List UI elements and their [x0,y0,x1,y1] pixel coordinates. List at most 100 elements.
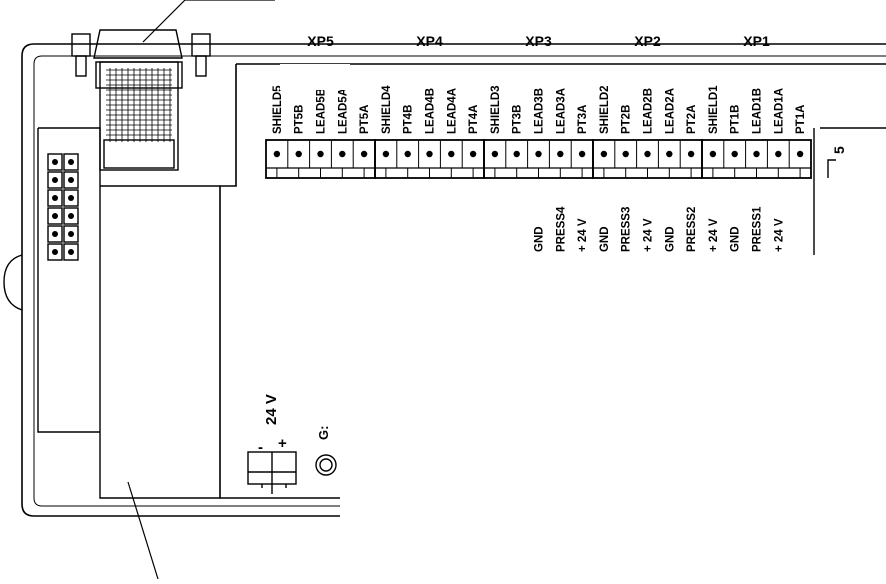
header-pin [63,171,79,189]
terminal-label: PT5A [359,105,371,134]
terminal-block [374,139,485,179]
blank-region-lower-right [342,256,886,579]
pin-header [47,153,79,261]
label-clip-mask [280,64,350,90]
terminal-label: SHIELD5 [272,85,284,134]
terminal-screw [600,150,608,178]
terminal-screw [709,150,717,178]
header-pin [63,189,79,207]
terminal-screw [461,140,477,178]
terminal-label: SHIELD4 [381,85,393,134]
terminal-label: LEAD1B [752,88,764,134]
header-pin [63,207,79,225]
terminal-block [592,139,703,179]
pressure-label: GND [599,226,611,252]
terminal-screw [505,140,520,178]
terminal-label: PT1B [730,105,742,134]
terminal-labels: SHIELD5 PT5B LEAD5B LEAD5A PT5A SHIELD4 PT4B LE… [272,64,807,134]
board-right-edge [813,127,886,255]
pressure-label: + 24 V [773,218,785,252]
terminal-label: PT3B [512,105,524,134]
header-pin [47,225,63,243]
terminal-label: PT4B [403,105,415,134]
header-pin [47,243,63,261]
terminal-screw [636,140,651,178]
terminal-label: LEAD3A [555,88,567,134]
terminal-label: PT3A [577,105,589,134]
terminal-label: PT5B [294,105,306,134]
terminal-screw [382,150,390,178]
channel-header: XP4 [416,33,443,49]
terminal-label: LEAD5B [316,88,328,134]
led-indicator [315,454,337,476]
interior-module [37,127,220,499]
pressure-label: PRESS3 [621,207,633,252]
terminal-screw [396,140,411,178]
terminal-screw [287,140,302,178]
power-terminal-block [247,451,297,494]
terminal-screw [766,140,782,178]
header-pin [63,225,79,243]
pressure-label: + 24 V [708,218,720,252]
ribbon-cable [106,68,172,142]
terminal-block [701,139,812,179]
db9-connector [71,29,211,171]
terminal-blocks [265,139,812,179]
pressure-labels: GND PRESS4 + 24 V GND PRESS3 + 24 V GND PRESS2 +… [534,206,786,252]
pressure-label: GND [664,226,676,252]
terminal-label: LEAD2B [643,88,655,134]
terminal-screw [614,140,629,178]
channel-headers: XP5 XP4 XP3 XP2 XP1 [236,24,886,49]
leader-line-bottom [127,481,159,580]
pressure-label: + 24 V [577,218,589,252]
terminal-screw [352,140,368,178]
terminal-label: LEAD2A [664,88,676,134]
power-minus-label: - [258,439,263,456]
channel-header: XP5 [307,33,334,49]
terminal-screw [309,140,324,178]
channel-header: XP3 [525,33,552,49]
power-label: 24 V [263,394,280,425]
terminal-screw [745,140,760,178]
terminal-label: PT2A [686,105,698,134]
header-pin [47,207,63,225]
power-plus-label: + [278,435,287,452]
terminal-screw [273,150,281,178]
led-mark: G: [316,426,331,440]
side-mark: 5 [831,146,847,154]
pressure-label: + 24 V [643,218,655,252]
terminal-screw [330,140,346,178]
header-pin [63,243,79,261]
channel-header: XP1 [743,33,770,49]
terminal-screw [788,140,804,178]
terminal-label: SHIELD3 [490,85,502,134]
leader-line-top [142,0,186,43]
terminal-screw [491,150,499,178]
enclosure-inner-outline [33,55,886,507]
terminal-label: PT4A [468,105,480,134]
terminal-screw [570,140,586,178]
header-pin [47,189,63,207]
terminal-label: PT1A [795,105,807,134]
channel-header: XP2 [634,33,661,49]
mounting-tab [3,254,23,311]
terminal-label: LEAD3B [534,88,546,134]
terminal-label: PT2B [621,105,633,134]
terminal-label: LEAD1A [773,88,785,134]
board-side-bracket [827,159,836,178]
terminal-label: LEAD4A [446,88,458,134]
terminal-block [265,139,376,179]
terminal-label: LEAD5A [337,88,349,134]
terminal-label: SHIELD2 [599,85,611,134]
pressure-label: PRESS2 [686,207,698,252]
pressure-label: PRESS4 [555,206,567,252]
pressure-label: GND [730,226,742,252]
header-pin [47,171,63,189]
terminal-label: SHIELD1 [708,85,720,134]
enclosure-outline [21,43,886,517]
header-pin [47,153,63,171]
terminal-screw [527,140,542,178]
terminal-screw [548,140,564,178]
